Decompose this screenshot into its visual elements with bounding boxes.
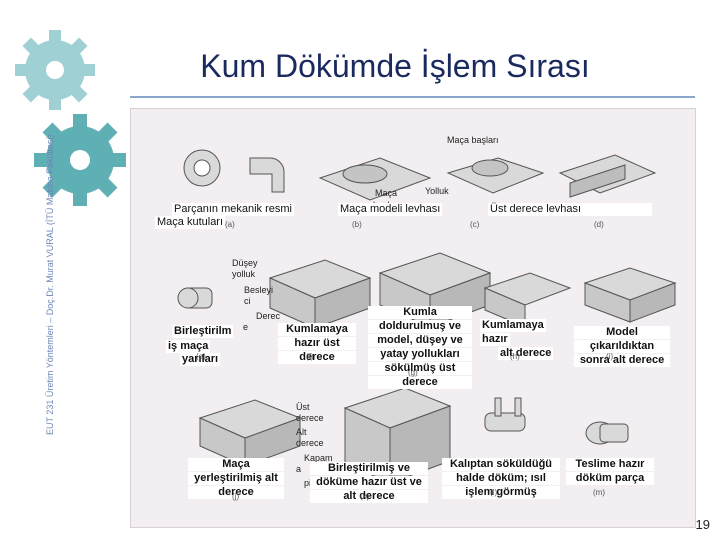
side-caption: EUT 231 Üretim Yöntemleri – Doç.Dr. Mura… [45,134,55,435]
caption-rammed-6: derece [368,376,472,389]
caption-assembled-3: yarıları [180,353,221,366]
label-pins-1: Kapam [304,453,333,463]
subfig-g: (g) [408,368,418,377]
subfig-b: (b) [352,220,362,229]
caption-drag-ready-1: Kumlamaya [480,319,546,332]
caption-drag-core-2: yerleştirilmiş alt [188,472,284,485]
label-core-prints: Maça başları [447,135,499,145]
raw-casting-icon [484,412,526,432]
caption-cope-ready-2: hazır üst [278,337,356,350]
caption-cope-ready-1: Kumlamaya [278,323,356,336]
elbow-part-icon [249,157,285,193]
label-flask-1: Derec [256,311,281,321]
subfig-a: (a) [225,220,235,229]
gear-decoration-icon [15,30,126,206]
label-sprue-2: yolluk [232,269,256,279]
caption-core-boxes: Maça kutuları [155,216,226,229]
slide-title: Kum Dökümde İşlem Sırası [200,48,590,84]
caption-drag-pattern-3: sonra alt derece [574,354,670,367]
label-runner: Yolluk [425,186,449,196]
subfig-m: (m) [593,488,605,497]
subfig-e: (e) [196,352,206,361]
caption-rammed-4: yatay yollukları [368,348,472,361]
caption-drag-ready-3: alt derece [498,347,554,360]
caption-rammed-2: doldurulmuş ve [368,320,472,333]
caption-closed-3: alt derece [310,490,428,503]
caption-raw-casting-2: halde döküm; ısıl [442,472,560,485]
subfig-k: (k) [360,492,370,501]
page-number: 19 [695,517,710,532]
label-flask-2: e [243,322,249,332]
subfig-l: (l) [490,488,498,497]
caption-rammed-3: model, düşey ve [368,334,472,347]
label-core: Maça [375,188,398,198]
title-divider [130,96,695,98]
caption-raw-casting-1: Kalıptan söküldüğü [442,458,560,471]
caption-cope-plate: Üst derece levhası [488,203,652,216]
subfig-j: (j) [232,492,240,501]
caption-drag-core-1: Maça [188,458,284,471]
caption-finished-2: döküm parça [566,472,654,485]
caption-finished-1: Teslime hazır [566,458,654,471]
label-drag-1: Alt [296,427,307,437]
caption-part-drawing: Parçanın mekanik resmi [172,203,294,216]
subfig-h: (h) [510,352,520,361]
label-riser-2: ci [244,296,251,306]
caption-drag-pattern-2: çıkarıldıktan [574,340,670,353]
label-riser-1: Besleyi [244,285,274,295]
caption-drag-core-3: derece [188,486,284,499]
label-pins-2: a [296,464,302,474]
caption-assembled-2: iş maça [166,340,211,353]
caption-drag-ready-2: hazır [480,333,510,346]
label-sprue-1: Düşey [232,258,258,268]
caption-cope-ready-3: derece [278,351,356,364]
caption-closed-2: döküme hazır üst ve [310,476,428,489]
label-cope-2: derece [296,413,324,423]
caption-assembled-1: Birleştirilm [172,325,234,338]
caption-drag-pattern-1: Model [574,326,670,339]
subfig-i: (i) [606,352,614,361]
caption-closed-1: Birleştirilmiş ve [310,462,428,475]
label-cope-1: Üst [296,402,310,412]
label-drag-2: derece [296,438,324,448]
subfig-d: (d) [594,220,604,229]
caption-rammed-1: Kumla [368,306,472,319]
caption-pattern-plate: Maça modeli levhası [338,203,443,216]
subfig-c: (c) [470,220,480,229]
caption-raw-casting-3: işlem görmüş [442,486,560,499]
caption-rammed-5: sökülmüş üst [368,362,472,375]
subfig-f: (f) [306,352,314,361]
